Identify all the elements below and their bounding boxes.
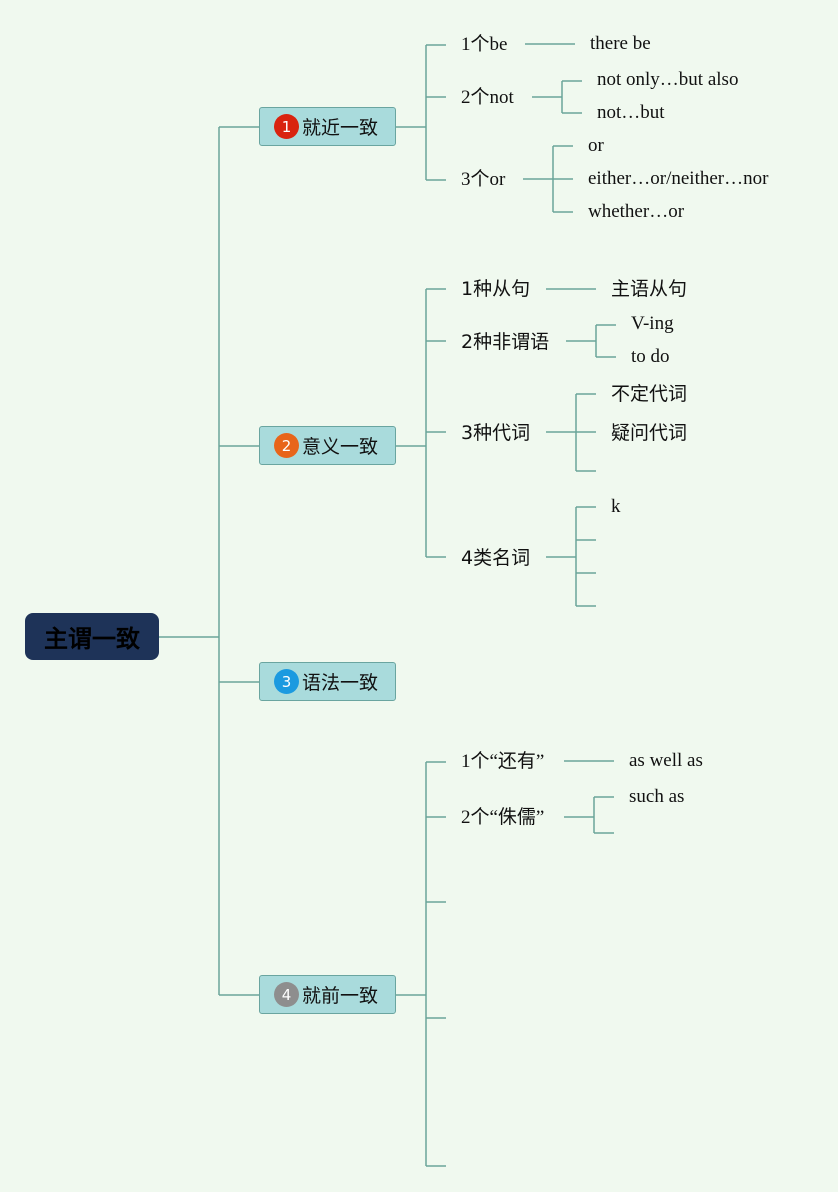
leaf-item[interactable]: or bbox=[588, 135, 604, 156]
main-topic-label: 意义一致 bbox=[302, 436, 379, 458]
leaf-item[interactable]: to do bbox=[631, 346, 670, 367]
subtopic[interactable]: 3种代词 bbox=[461, 422, 531, 444]
b1-c3-out bbox=[523, 145, 573, 213]
main-topic-label: 就近一致 bbox=[302, 117, 379, 139]
leaf-item[interactable]: as well as bbox=[629, 750, 703, 771]
main-topic-4[interactable]: 4 就前一致 bbox=[259, 975, 396, 1014]
main-topic-label: 语法一致 bbox=[302, 672, 379, 694]
subtopic[interactable]: 1个“还有” bbox=[461, 751, 545, 772]
b2-c4-out bbox=[546, 506, 596, 607]
b2-c3-out bbox=[546, 393, 596, 472]
leaf-item[interactable]: 疑问代词 bbox=[611, 422, 688, 444]
b1-c2-out bbox=[532, 80, 582, 114]
number-3-icon: 3 bbox=[274, 669, 299, 694]
subtopic[interactable]: 4类名词 bbox=[461, 547, 531, 569]
leaf-item[interactable]: not…but bbox=[597, 102, 665, 123]
main-topic-2[interactable]: 2 意义一致 bbox=[259, 426, 396, 465]
subtopic[interactable]: 2个not bbox=[461, 87, 514, 108]
subtopic[interactable]: 2个“侏儒” bbox=[461, 807, 545, 828]
leaf-item[interactable]: 不定代词 bbox=[611, 383, 688, 405]
leaf-item[interactable]: k bbox=[611, 496, 621, 517]
leaf-item[interactable]: not only…but also bbox=[597, 69, 739, 90]
b4-c2-out bbox=[564, 796, 614, 834]
subtopic[interactable]: 3个or bbox=[461, 169, 506, 190]
root-topic[interactable]: 主谓一致 bbox=[25, 613, 159, 660]
number-4-icon: 4 bbox=[274, 982, 299, 1007]
number-1-icon: 1 bbox=[274, 114, 299, 139]
main-topic-3[interactable]: 3 语法一致 bbox=[259, 662, 396, 701]
leaf-item[interactable]: such as bbox=[629, 786, 685, 807]
subtopic[interactable]: 2种非谓语 bbox=[461, 331, 550, 353]
number-2-icon: 2 bbox=[274, 433, 299, 458]
leaf-item[interactable]: there be bbox=[590, 33, 651, 54]
subtopic[interactable]: 1种从句 bbox=[461, 278, 531, 300]
leaf-item[interactable]: either…or/neither…nor bbox=[588, 168, 769, 189]
subtopic[interactable]: 1个be bbox=[461, 34, 508, 55]
main-topic-1[interactable]: 1 就近一致 bbox=[259, 107, 396, 146]
main-topic-label: 就前一致 bbox=[302, 985, 379, 1007]
leaf-item[interactable]: whether…or bbox=[588, 201, 685, 222]
b2-c2-out bbox=[566, 324, 616, 358]
leaf-item[interactable]: 主语从句 bbox=[611, 278, 688, 300]
leaf-item[interactable]: V-ing bbox=[631, 313, 674, 334]
